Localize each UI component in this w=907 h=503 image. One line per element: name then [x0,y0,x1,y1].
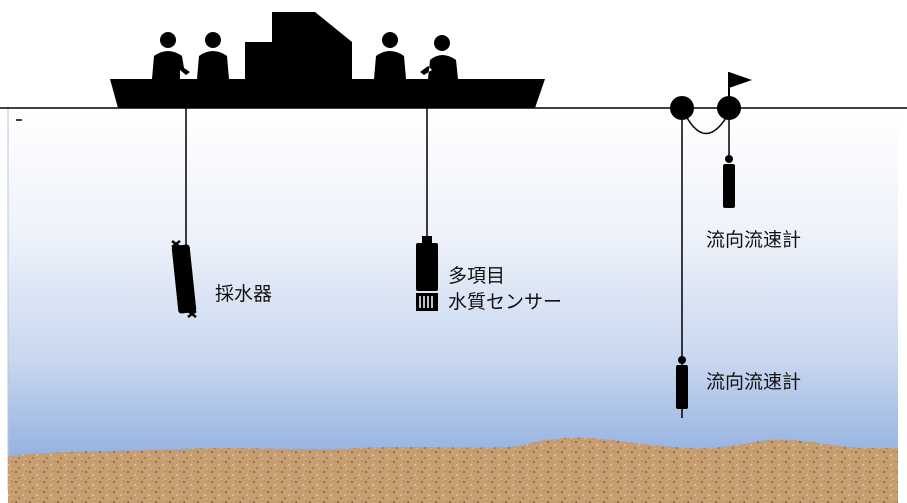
buoy-icon [717,96,741,120]
multi-sensor-label-line2: 水質センサー [448,290,563,313]
person-icon [420,35,458,79]
person-icon [374,32,406,79]
water-sampler-icon [171,240,197,318]
water [8,108,898,468]
multi-sensor-label-line1: 多項目 [448,265,506,287]
water-quality-sensor-icon [416,236,438,311]
current-meter-icon [676,356,688,409]
boat-icon [110,12,545,108]
buoy-link-line [685,115,727,135]
water-sampler-label: 採水器 [215,283,273,305]
multi-sensor-label: 多項目 水質センサー [448,264,562,315]
flag-icon [728,72,752,96]
buoy-icon [670,96,694,120]
current-meter-lower-label: 流向流速計 [706,371,802,393]
current-meter-upper-label: 流向流速計 [706,229,802,251]
person-icon [152,32,190,79]
current-meter-icon [723,155,735,208]
person-icon [197,32,229,79]
seabed [8,437,898,503]
